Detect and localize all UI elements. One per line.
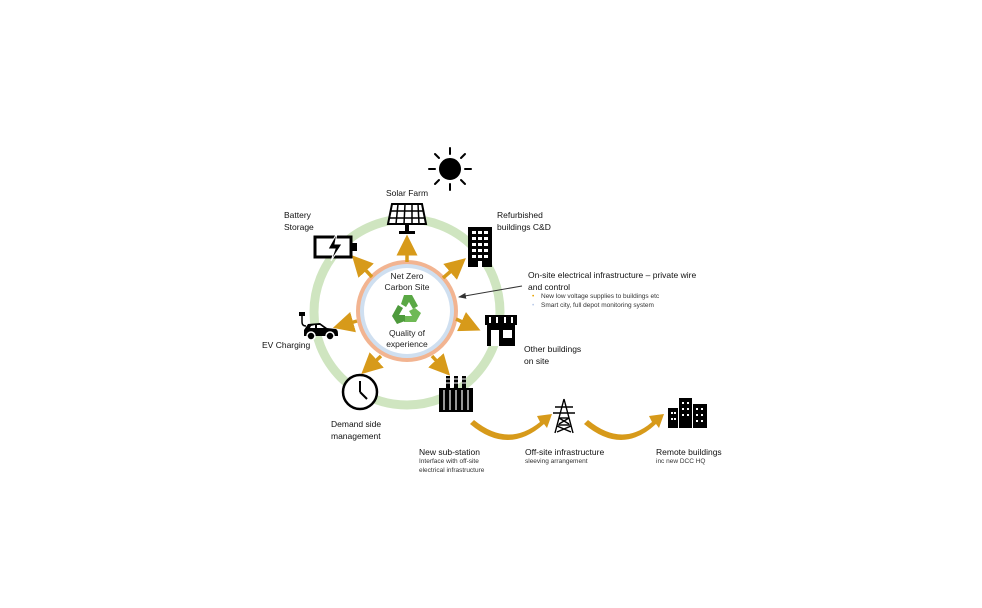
remote-sub-line1: inc new DCC HQ xyxy=(656,458,706,465)
center-title: Net Zero Carbon Site xyxy=(370,271,444,293)
clock-icon xyxy=(341,373,379,411)
ev-car-icon xyxy=(299,312,338,341)
offsite-label: Off-site infrastructure sleeving arrange… xyxy=(525,446,604,467)
center-quality-line1: Quality of xyxy=(389,328,425,338)
battery-label-line2: Storage xyxy=(284,222,314,232)
substation-label: New sub-station Interface with off-site … xyxy=(419,446,484,475)
arrow-ev xyxy=(332,312,358,333)
center-title-line1: Net Zero xyxy=(390,271,424,281)
substation-label-text: New sub-station xyxy=(419,447,480,457)
pylon-icon xyxy=(553,398,575,434)
solar-farm-label: Solar Farm xyxy=(386,187,428,199)
other-buildings-line1: Other buildings xyxy=(524,344,582,354)
solar-panel-icon xyxy=(386,203,428,234)
offsite-sub-line1: sleeving arrangement xyxy=(525,458,588,465)
center-title-line2: Carbon Site xyxy=(384,282,430,292)
remote-buildings-label: Remote buildings inc new DCC HQ xyxy=(656,446,722,467)
building-icon xyxy=(468,227,492,267)
refurbished-buildings-label: Refurbished buildings C&D xyxy=(497,209,551,233)
curved-arrow-2 xyxy=(584,414,664,440)
solar-farm-text: Solar Farm xyxy=(386,188,429,198)
arrow-demand xyxy=(361,352,384,375)
ev-label-text: EV Charging xyxy=(262,340,311,350)
remote-label-text: Remote buildings xyxy=(656,447,722,457)
callout-pointer xyxy=(458,285,523,299)
refurbished-label-line2: buildings C&D xyxy=(497,222,551,232)
refurbished-label-line1: Refurbished xyxy=(497,210,543,220)
shop-icon xyxy=(485,315,517,346)
callout-title-line1: On-site electrical infrastructure – priv… xyxy=(528,270,697,280)
curved-arrow-1 xyxy=(470,414,552,440)
other-buildings-line2: on site xyxy=(524,356,550,366)
recycle-icon xyxy=(392,295,421,324)
demand-side-label: Demand side management xyxy=(331,418,381,442)
center-quality-line2: experience xyxy=(386,339,428,349)
offsite-curved-arrows xyxy=(470,414,664,440)
demand-label-line2: management xyxy=(331,431,381,441)
center-quality: Quality of experience xyxy=(370,328,444,350)
callout-bullets: New low voltage supplies to buildings et… xyxy=(532,292,659,310)
city-icon xyxy=(668,398,707,428)
callout-title-line2: and control xyxy=(528,282,571,292)
demand-label-line1: Demand side xyxy=(331,419,382,429)
center-circle-inner xyxy=(364,268,450,354)
arrow-refurbished xyxy=(441,258,466,280)
sun-icon xyxy=(428,147,472,191)
ev-charging-label: EV Charging xyxy=(262,339,310,351)
offsite-label-text: Off-site infrastructure xyxy=(525,447,605,457)
arrows xyxy=(332,234,481,376)
battery-charging-icon xyxy=(313,232,357,262)
arrow-other xyxy=(455,312,481,332)
substation-sub-line2: electrical infrastructure xyxy=(419,466,485,474)
arrow-substation xyxy=(428,353,451,376)
transformer-icon xyxy=(439,376,473,412)
callout-title: On-site electrical infrastructure – priv… xyxy=(528,269,696,293)
other-buildings-label: Other buildings on site xyxy=(524,343,581,367)
battery-label-line1: Battery xyxy=(284,210,311,220)
callout-bullet: Smart city, full depot monitoring system xyxy=(532,301,659,310)
substation-sub-line1: Interface with off-site xyxy=(419,458,479,465)
arrow-battery xyxy=(351,255,374,279)
callout-bullet: New low voltage supplies to buildings et… xyxy=(532,292,659,301)
battery-storage-label: Battery Storage xyxy=(284,209,314,233)
